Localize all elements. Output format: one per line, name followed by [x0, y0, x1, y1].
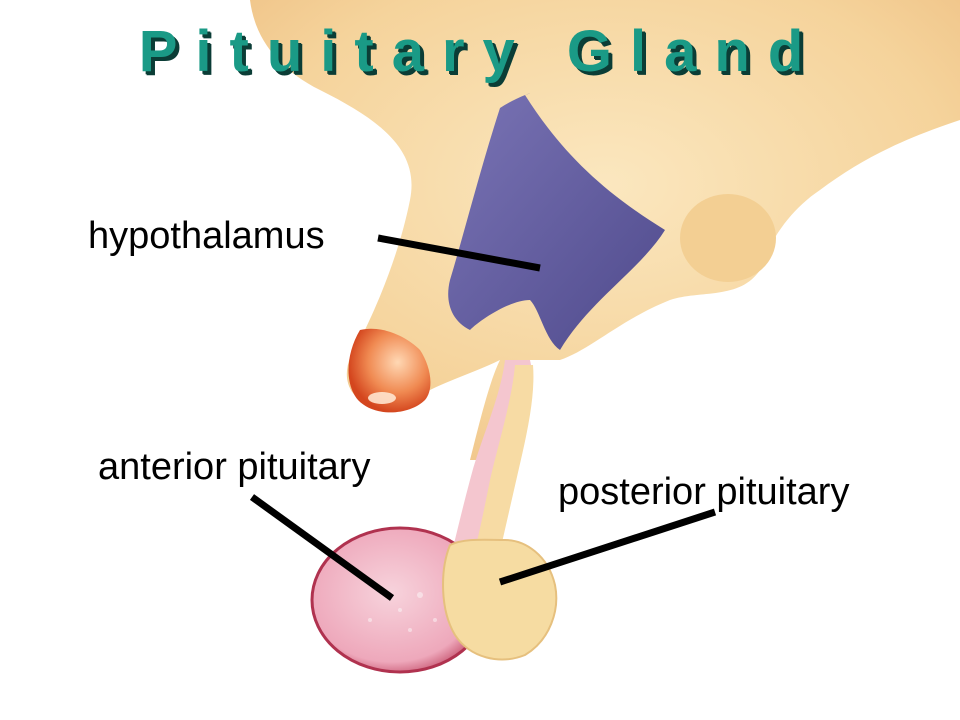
posterior-pituitary-lobe: [442, 538, 558, 661]
anterior-pituitary-label: anterior pituitary: [98, 446, 371, 488]
tip-highlight: [368, 392, 396, 404]
posterior-pituitary-label: posterior pituitary: [558, 471, 850, 513]
anterior-pituitary-leader-line: [249, 494, 395, 601]
posterior-pituitary-leader-line: [498, 508, 717, 586]
mammillary-bulge: [680, 194, 776, 282]
diagram-title: Pituitary Gland: [138, 19, 822, 84]
optic-chiasm-tip: [348, 328, 431, 413]
hypothalamus-leader-line: [377, 234, 541, 272]
hypothalamus-region: [448, 93, 665, 350]
hypothalamus-label: hypothalamus: [88, 215, 325, 257]
stalk-posterior-strip: [472, 365, 534, 560]
